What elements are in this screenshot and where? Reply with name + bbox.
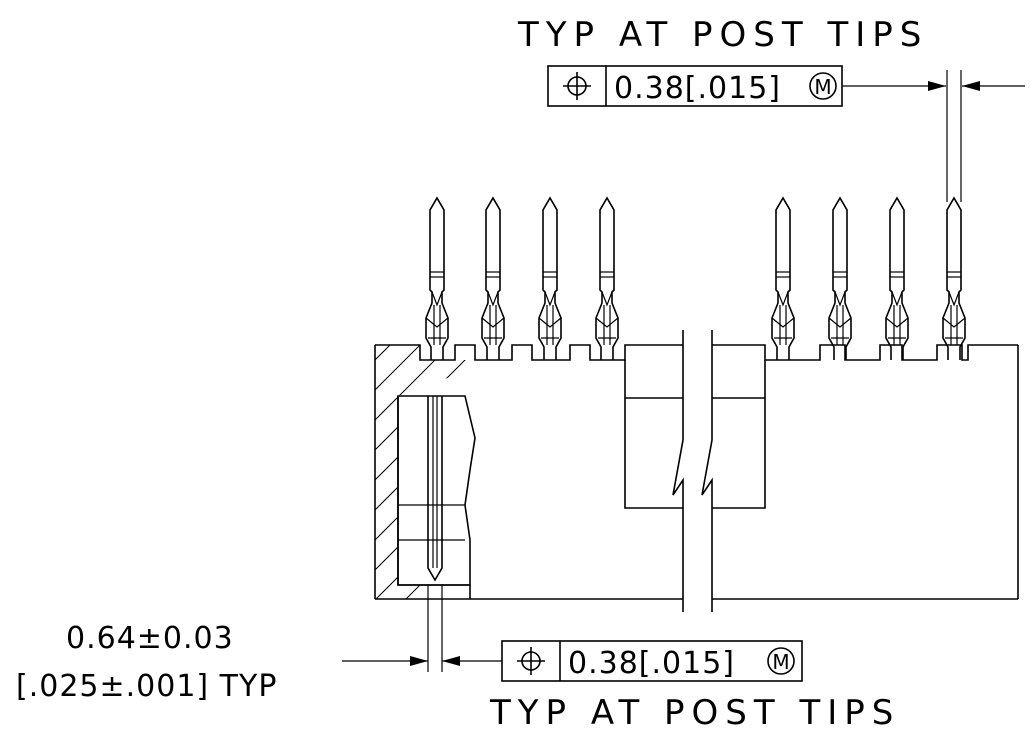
position-symbol-icon [517, 647, 545, 675]
svg-text:M: M [772, 650, 789, 674]
pins-right [771, 197, 966, 361]
dimension-metric: 0.64±0.03 [66, 621, 234, 656]
tolerance-top: 0.38[.015] [614, 71, 781, 106]
note-bottom: TYP AT POST TIPS [489, 693, 900, 732]
mmc-modifier-icon: M [767, 647, 795, 675]
pin-width-dimension: 0.64±0.03 [.025±.001] TYP [16, 621, 277, 704]
sectioned-pin [427, 396, 443, 582]
housing-right-section [712, 344, 1019, 600]
break-lines [672, 330, 713, 612]
section-hatching [375, 345, 475, 599]
callout-bottom: 0.38[.015] M TYP AT POST TIPS [342, 585, 900, 732]
mmc-modifier-icon: M [809, 72, 837, 100]
position-symbol-icon [563, 72, 591, 100]
pins-left [425, 197, 619, 361]
dimension-imperial: [.025±.001] TYP [16, 669, 277, 704]
tolerance-bottom: 0.38[.015] [568, 646, 735, 681]
callout-top: TYP AT POST TIPS 0.38[.015] M [517, 15, 1025, 202]
housing-left-section [374, 344, 683, 600]
note-top: TYP AT POST TIPS [517, 15, 928, 55]
svg-text:M: M [814, 75, 831, 99]
